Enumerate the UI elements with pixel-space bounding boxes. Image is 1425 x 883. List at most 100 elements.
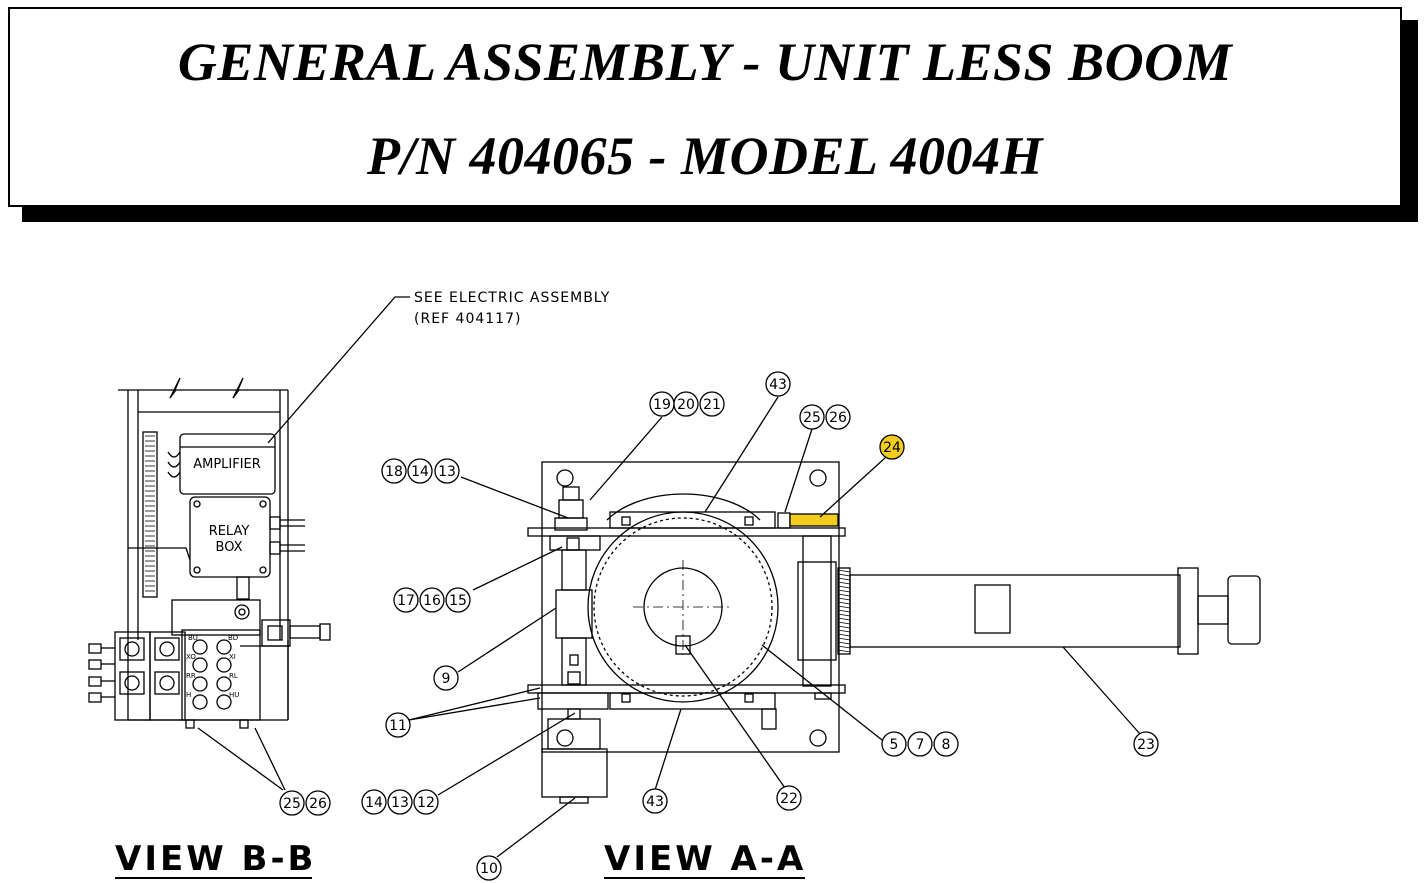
item-balloon [825,404,851,430]
port-label: RR [186,672,196,680]
thread-line [837,613,851,617]
thread-line [837,589,851,593]
item-balloon [476,855,502,881]
thread-line [837,641,851,645]
item-balloon-number: 18 [385,464,403,480]
thread-line [837,569,851,573]
port-label: XI [229,653,236,661]
amplifier-label: AMPLIFIER [193,457,261,472]
item-balloon [419,587,445,613]
item-balloon-number: 14 [365,795,383,811]
item-balloon-number: 9 [442,671,451,687]
item-balloon-number: 43 [769,377,787,393]
item-balloon [699,391,725,417]
item-balloon [407,458,433,484]
item-balloon-number: 19 [653,397,671,413]
view-a-label: VIEW A-A [604,839,806,879]
bottom-plate [527,684,846,694]
thread-line [837,637,851,641]
item-balloon-number: 13 [438,464,456,480]
top-plate [527,527,846,537]
item-balloon [907,731,933,757]
item-balloon [361,789,387,815]
leader [197,727,284,791]
item-balloon-number: 16 [423,593,441,609]
item-balloon [765,371,791,397]
motor-box [541,748,608,798]
thread-line [837,621,851,625]
item-balloon-number: 43 [646,794,664,810]
item-balloon-number: 23 [1137,737,1155,753]
thread-line [837,577,851,581]
item-balloon-number: 11 [389,718,407,734]
relay-label-2: BOX [216,540,243,555]
item-balloon [387,789,413,815]
item-balloon-number: 26 [829,410,847,426]
item-balloon-number: 20 [677,397,695,413]
thread-line [837,617,851,621]
item-balloon [642,788,668,814]
item-balloon [434,458,460,484]
item-balloon-number: 25 [283,796,301,812]
thread-line [837,609,851,613]
upper-arc [606,493,761,521]
port-label: XO [186,653,196,661]
item-balloon-number: 15 [449,593,467,609]
relay-label-1: RELAY [209,524,250,539]
thread-line [837,597,851,601]
item-balloon [445,587,471,613]
item-balloon-number: 25 [803,410,821,426]
item-balloon-number: 7 [916,737,925,753]
thread-line [837,629,851,633]
key-block [675,635,691,655]
item-balloon [933,731,959,757]
thread-line [837,601,851,605]
item-balloon [881,731,907,757]
note-line-1: SEE ELECTRIC ASSEMBLY [414,290,610,306]
thread-line [837,581,851,585]
item-balloon-number: 24 [883,440,901,456]
hydraulic-cylinder [849,574,1181,648]
thread-line [837,605,851,609]
port-label: BU [188,634,198,642]
thread-line [837,585,851,589]
item-balloon-number: 26 [309,796,327,812]
title-block: GENERAL ASSEMBLY - UNIT LESS BOOM P/N 40… [8,7,1402,207]
item-balloon-number: 10 [480,861,498,877]
item-balloon-number: 14 [411,464,429,480]
item-balloon [305,790,331,816]
item-balloon-number: 21 [703,397,721,413]
item-balloon [279,790,305,816]
thread-line [837,573,851,577]
item-balloon [381,458,407,484]
port-label: H [186,691,191,699]
electric-assembly-note: SEE ELECTRIC ASSEMBLY (REF 404117) [267,290,610,444]
note-leader [267,296,410,444]
part-number-title: P/N 404065 - MODEL 4004H [367,126,1043,186]
view-b-b: AMPLIFIER RELAY BOX [88,377,331,879]
leaders [408,396,1141,858]
thread-line [837,625,851,629]
item-balloon [776,785,802,811]
port-label: RL [229,672,238,680]
valve-block: BU BD XO XI RR RL H HU [88,599,331,729]
thread-line [837,645,851,649]
item-balloon [413,789,439,815]
item-balloon-highlighted [879,434,905,460]
port-label: BD [228,634,238,642]
view-b-label: VIEW B-B [115,839,316,879]
base-plate [541,461,840,753]
highlighted-part-24 [789,513,839,527]
item-balloon [673,391,699,417]
thread-line [837,633,851,637]
port-label: HU [229,691,239,699]
note-line-2: (REF 404117) [414,311,521,327]
item-balloon-number: 17 [397,593,415,609]
thread-line [837,649,851,653]
item-balloon [385,712,411,738]
item-balloon [1133,731,1159,757]
item-balloon-number: 22 [780,791,798,807]
amplifier: AMPLIFIER [167,433,276,495]
item-balloon [433,665,459,691]
